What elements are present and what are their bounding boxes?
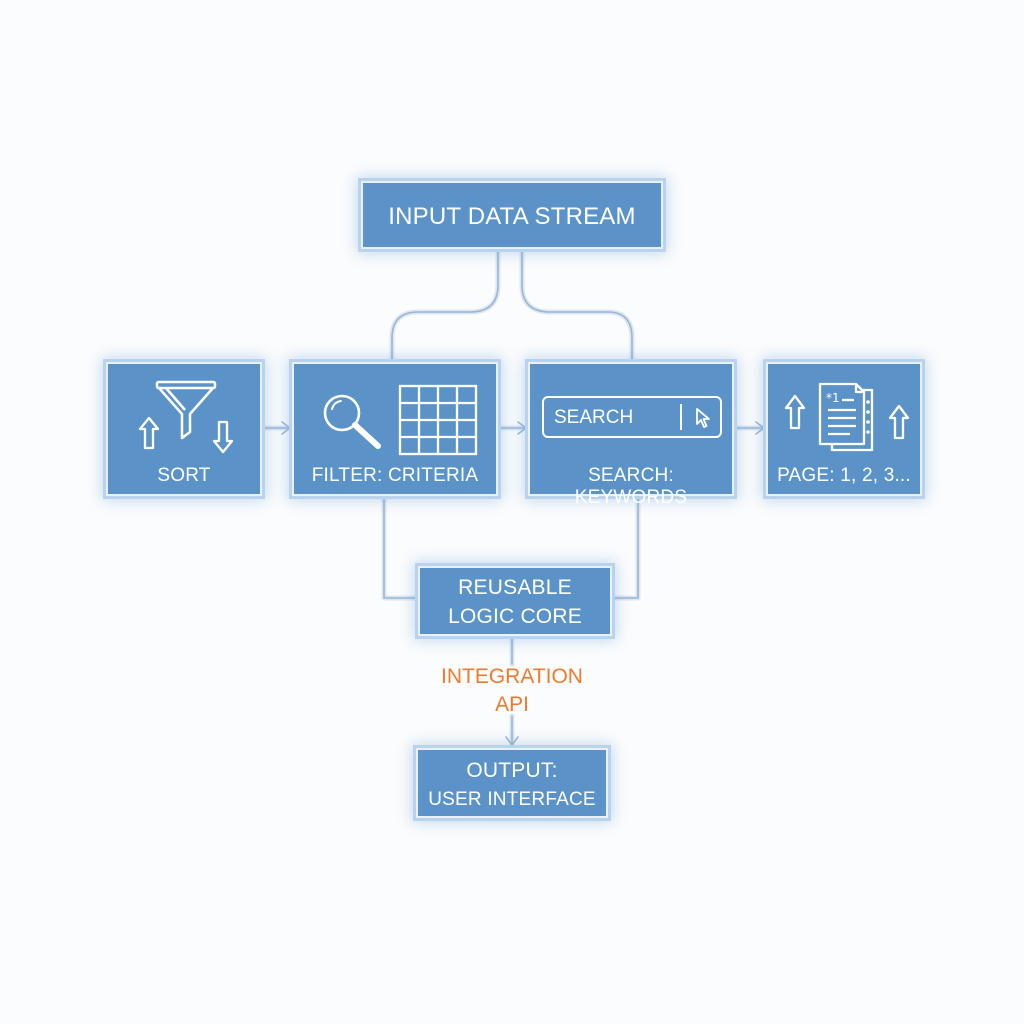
input-to-search-connector: [521, 251, 633, 363]
funnel-icon: [146, 376, 226, 440]
integration-api-label: INTEGRATION API: [412, 663, 612, 719]
magnifier-icon: [320, 392, 386, 452]
search-keywords-node: SEARCH SEARCH: KEYWORDS: [528, 362, 734, 508]
filter-criteria-label: FILTER: CRITERIA: [311, 465, 479, 486]
search-bar-graphic: SEARCH: [542, 396, 722, 438]
search-bar-text: SEARCH: [554, 407, 634, 428]
search-to-page-arrow: [733, 421, 765, 435]
filter-to-core-connector: [383, 495, 419, 599]
pagination-node: *1 PAGE: 1, 2, 3...: [766, 362, 922, 496]
grid-icon: [398, 384, 478, 456]
core-label-line1: REUSABLE: [458, 576, 572, 599]
output-label-line2: USER INTERFACE: [428, 789, 596, 810]
api-label-line2: API: [495, 693, 529, 716]
sort-label: SORT: [157, 465, 211, 486]
sort-to-filter-arrow: [261, 421, 291, 435]
sort-node: SORT: [106, 362, 262, 496]
output-label-line1: OUTPUT:: [466, 759, 558, 782]
arrow-up-icon: [138, 416, 160, 450]
input-to-filter-connector: [391, 251, 499, 363]
core-label-line2: LOGIC CORE: [448, 605, 582, 628]
reusable-logic-core-node: REUSABLE LOGIC CORE: [418, 566, 612, 636]
filter-to-search-arrow: [497, 421, 527, 435]
arrow-down-icon: [212, 420, 234, 454]
input-data-stream-label: INPUT DATA STREAM: [388, 203, 636, 230]
arrow-up-icon: [784, 394, 806, 430]
connector-lines: [261, 251, 765, 746]
document-icon: *1: [814, 380, 882, 456]
filter-criteria-node: FILTER: CRITERIA: [292, 362, 498, 496]
api-label-line1: INTEGRATION: [441, 665, 583, 688]
cursor-icon: [695, 407, 711, 429]
search-keywords-label: SEARCH: KEYWORDS: [574, 465, 688, 508]
search-to-core-connector: [611, 495, 639, 599]
document-marks: *1: [826, 391, 840, 405]
arrow-up-icon: [888, 404, 910, 440]
api-to-output-arrow: [505, 715, 519, 746]
pagination-label: PAGE: 1, 2, 3...: [777, 465, 911, 486]
output-user-interface-node: OUTPUT: USER INTERFACE: [416, 748, 608, 818]
input-data-stream-node: INPUT DATA STREAM: [361, 181, 663, 249]
